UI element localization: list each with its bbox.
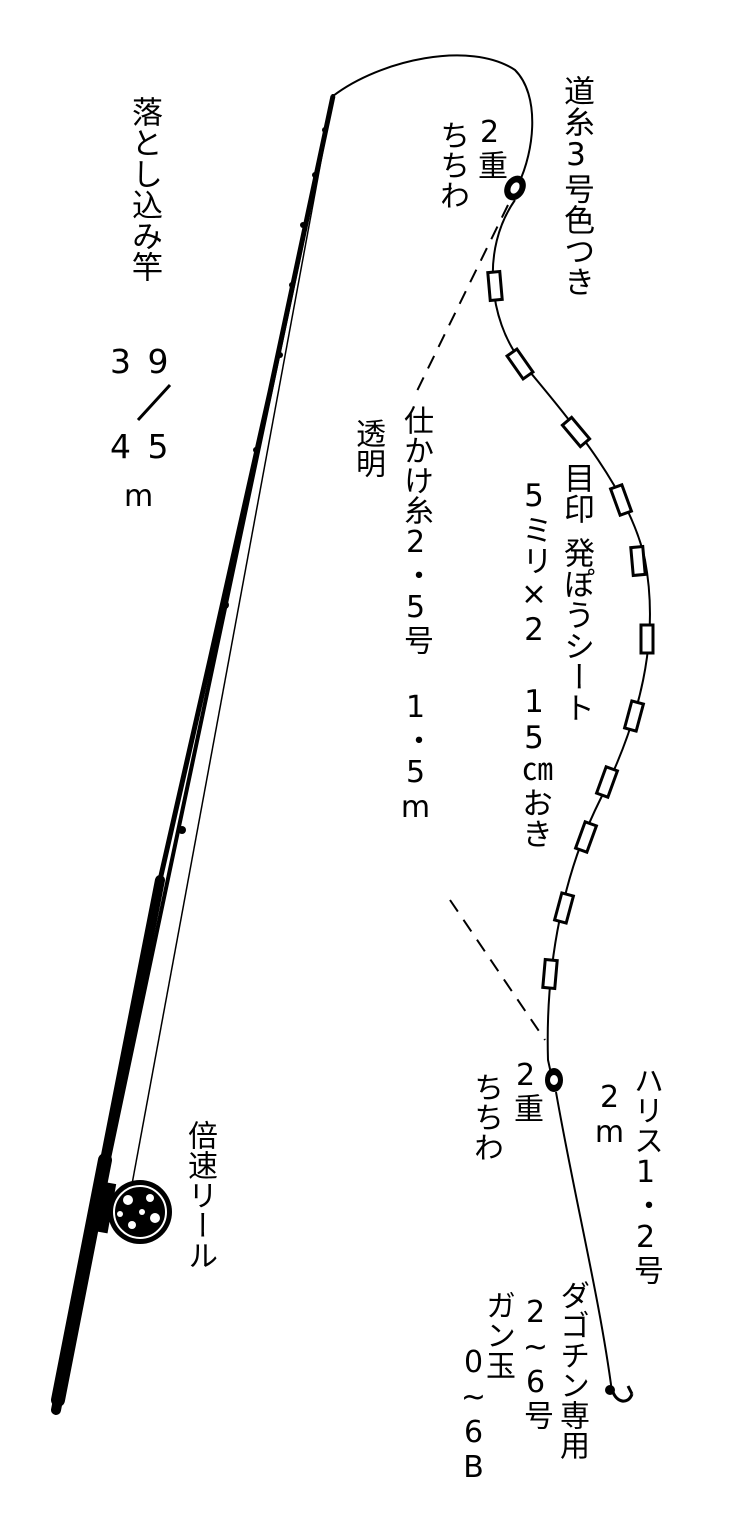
harisu-label: ハリス1・2号 [628, 1065, 663, 1285]
marker-label-a: 目印 [558, 462, 594, 524]
leader-label: 仕かけ糸2・5号 1・5m [398, 405, 433, 825]
leader-callout-bottom [449, 899, 546, 1041]
clear-label: 透明 [350, 418, 385, 478]
main-line [332, 54, 534, 186]
mid-swivel-illustration [545, 1068, 563, 1092]
top-swivel-label-b: ちちわ [434, 120, 469, 210]
top-swivel-label-a: 2重 [472, 115, 507, 180]
reel-label: 倍速リール [182, 1120, 217, 1270]
hook-label-a: ダゴチン専用 [554, 1280, 589, 1460]
sinker-label-b: 0~6B [456, 1345, 491, 1485]
rod-length-bottom: 4 5 [110, 427, 172, 466]
rod-label: 落とし込み竿 [126, 96, 162, 282]
mid-swivel-label-b: ちちわ [468, 1072, 503, 1162]
marker-floats [486, 269, 655, 991]
hook-label-b: 2~6号 [518, 1295, 553, 1430]
reel-illustration [87, 1180, 172, 1244]
leader-callout-top [414, 204, 509, 396]
rod-length-slash [136, 383, 172, 422]
harisu-line [555, 1091, 613, 1393]
rod-length-unit: m [124, 479, 154, 514]
mainline-label: 道糸3号色つき [558, 75, 594, 297]
harisu-length-label: 2m [592, 1080, 627, 1150]
sinker-label-a: ガン玉 [480, 1290, 515, 1380]
marker-label-c: 発ぽうシート [558, 537, 594, 723]
mid-swivel-label-a: 2重 [508, 1058, 543, 1123]
marker-label-b: 5ミリ×2 15㎝おき [516, 478, 552, 849]
rod-length-top: 3 9 [110, 342, 172, 381]
top-swivel-illustration [504, 175, 526, 201]
hook-illustration [605, 1385, 634, 1403]
